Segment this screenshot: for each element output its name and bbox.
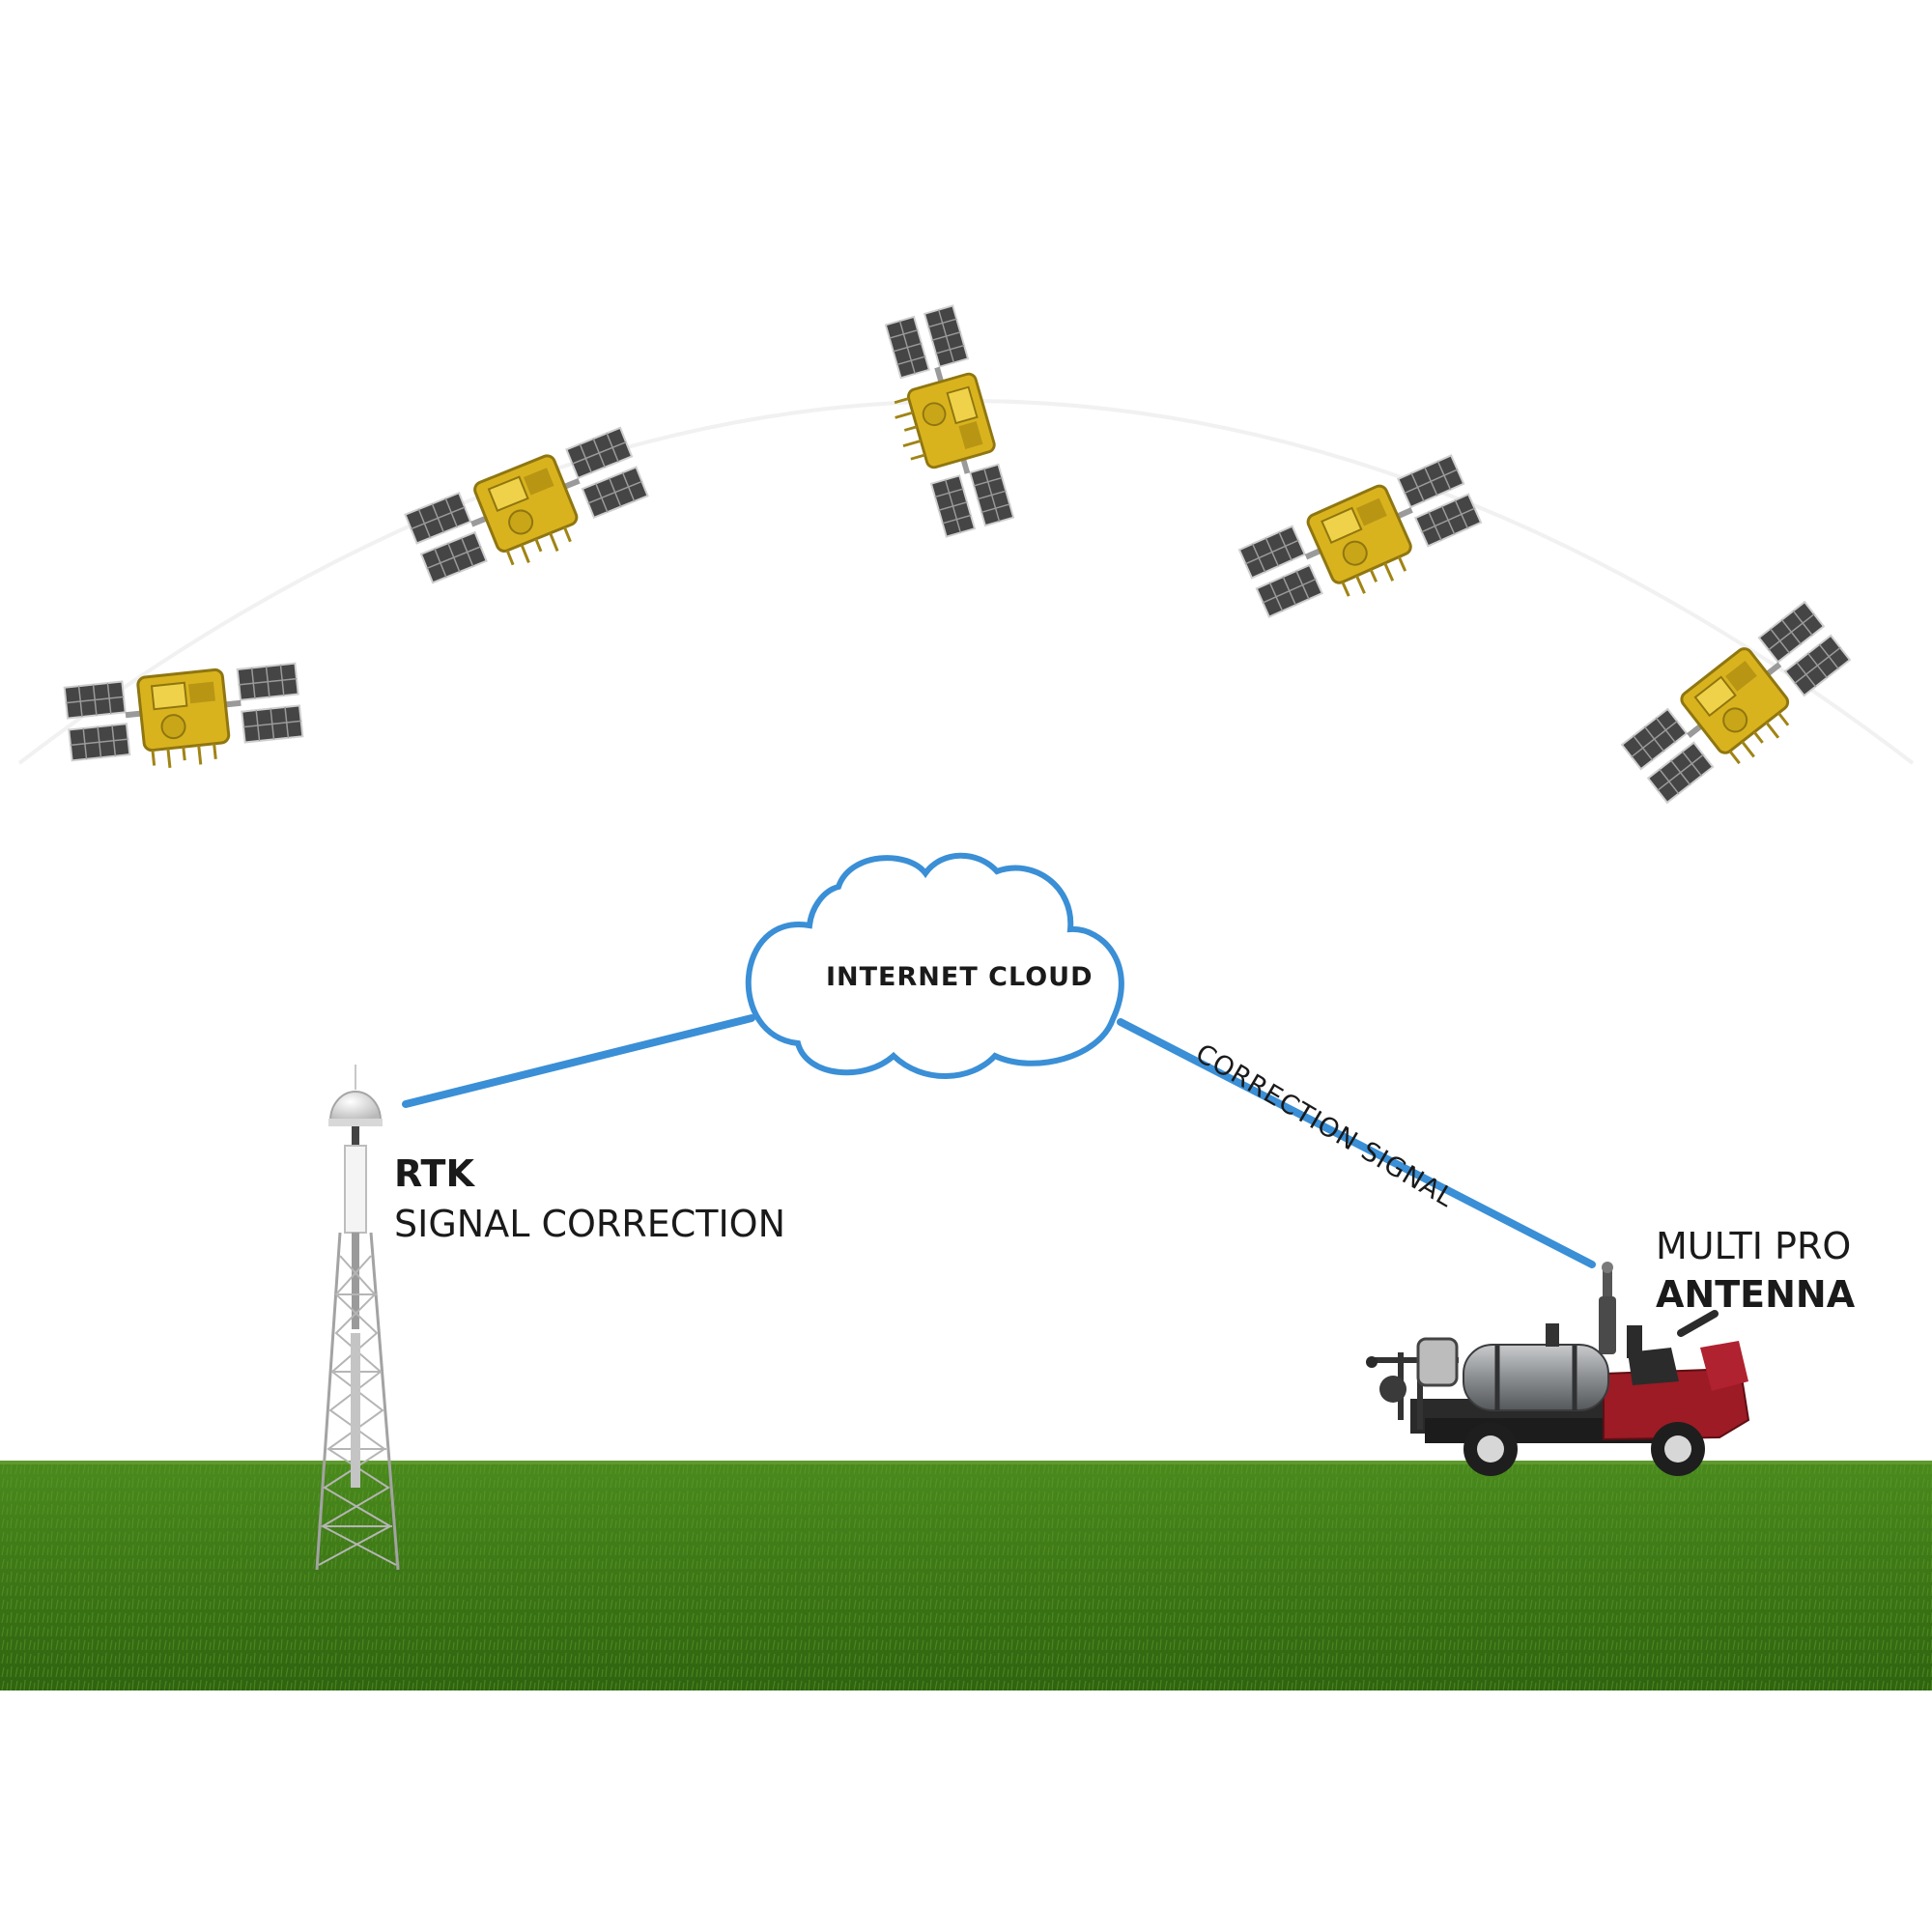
cloud-label: INTERNET CLOUD — [826, 962, 1094, 992]
link-line-tower-cloud — [402, 1014, 755, 1108]
satellite — [405, 426, 654, 599]
satellite — [64, 662, 304, 779]
satellite — [1238, 454, 1488, 633]
rtk-tower — [315, 1065, 400, 1571]
rtk-subtitle: SIGNAL CORRECTION — [394, 1203, 785, 1245]
satellite — [869, 305, 1015, 541]
vehicle-subtitle: ANTENNA — [1656, 1273, 1856, 1316]
multi-pro-vehicle — [1366, 1262, 1750, 1476]
satellite — [1621, 601, 1861, 816]
link-line-cloud-vehicle — [1117, 1018, 1596, 1268]
grass-ground — [0, 1461, 1932, 1690]
vehicle-title: MULTI PRO — [1656, 1225, 1852, 1267]
cloud-shape — [745, 852, 1124, 1079]
rtk-title: RTK — [394, 1152, 474, 1195]
